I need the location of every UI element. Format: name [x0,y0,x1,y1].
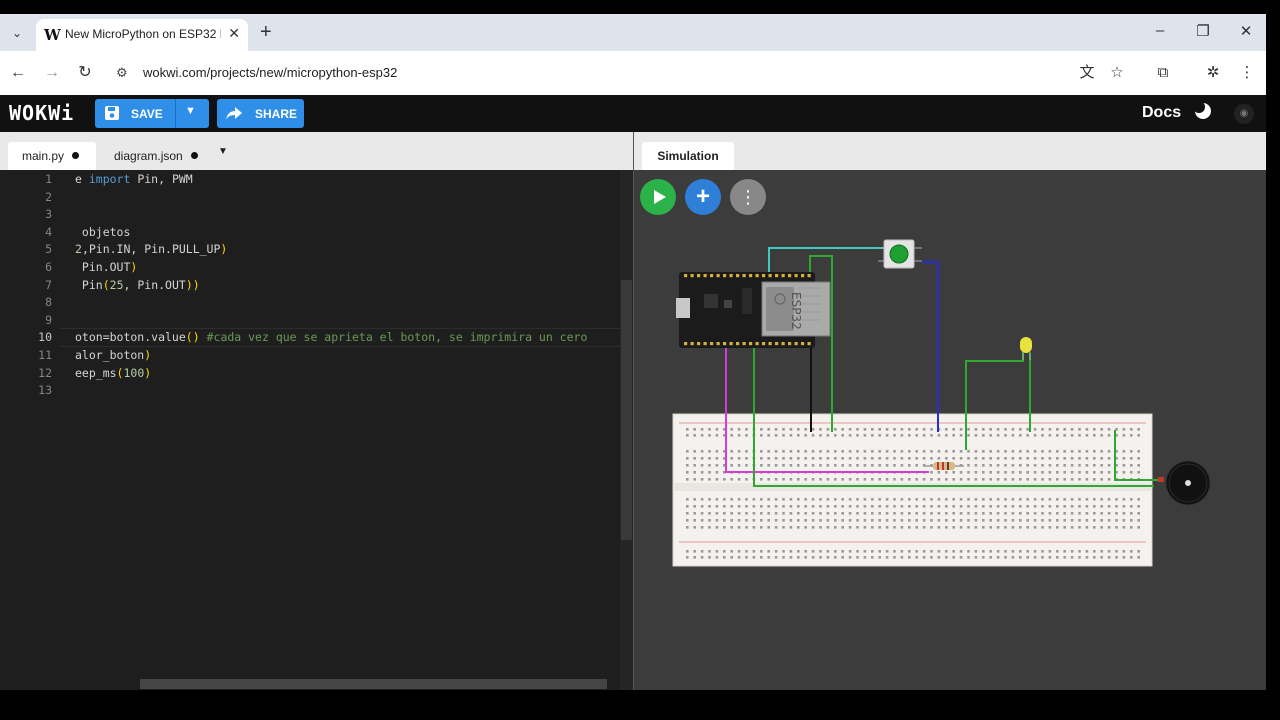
scrollbar-thumb[interactable] [621,280,632,540]
simulation-menu-button[interactable]: ⋮ [730,179,766,215]
bookmark-star-icon[interactable]: ☆ [1110,64,1124,81]
tab-diagram-json[interactable]: diagram.json [114,142,214,170]
extensions-icon[interactable]: ⧉ [1157,64,1169,81]
line-number: 7 [45,277,52,292]
tab-main-py[interactable]: main.py [8,142,96,170]
code-line: Pin(25, Pin.OUT)) [75,277,200,292]
dark-mode-moon-icon[interactable] [1193,101,1213,126]
bug-extension-icon[interactable]: ✲ [1206,64,1220,81]
share-label: SHARE [255,107,298,121]
save-label: SAVE [131,107,163,121]
window-close-icon[interactable]: ✕ [1239,23,1253,40]
share-button[interactable]: SHARE [217,99,304,128]
back-icon[interactable]: ← [10,64,26,81]
editor-vertical-scrollbar[interactable] [620,170,633,690]
editor-horizontal-scrollbar[interactable] [140,679,607,689]
unsaved-dot-icon [72,152,80,159]
close-tab-icon[interactable]: ✕ [228,25,240,41]
plus-icon: + [695,183,710,210]
line-number: 2 [45,189,52,204]
code-line: e import Pin, PWM [75,172,193,186]
play-icon [653,190,666,204]
line-number: 3 [45,207,52,222]
browser-menu-icon[interactable]: ⋮ [1239,64,1255,81]
editor-tabs: main.py diagram.json [0,132,633,170]
line-number: 9 [45,312,52,327]
line-number-current: 10 [38,330,52,345]
line-number: 1 [45,172,52,186]
wokwi-favicon-icon: W [44,26,61,44]
save-divider [175,99,176,128]
wokwi-header: WOKWi SAVE ▼ SHARE Docs ◉ [0,95,1266,132]
pane-divider[interactable] [633,132,634,690]
start-simulation-button[interactable] [640,179,676,215]
address-bar-row: ← → ↻ ⚙ wokwi.com/projects/new/micropyth… [0,51,1266,95]
wokwi-logo[interactable]: WOKWi [9,101,75,125]
esp32-antenna [798,287,820,321]
line-number: 12 [38,365,52,380]
buzzer[interactable] [1158,460,1211,506]
bottom-letterbox [0,690,1280,720]
docs-link[interactable]: Docs [1142,104,1182,121]
code-editor[interactable]: 1 2 3 4 5 6 7 8 9 10 11 12 13 e import P… [0,170,633,690]
add-part-button[interactable]: + [685,179,721,215]
code-line: eep_ms(100) [75,365,152,380]
line-number: 4 [45,224,52,239]
wire-blue[interactable] [922,261,939,432]
browser-tabstrip: ⌄ W New MicroPython on ESP32 Pro ✕ + – ❐… [0,14,1266,51]
code-line: oton=boton.value() #cada vez que se apri… [75,330,588,345]
line-number: 11 [38,348,52,362]
breadboard-holes [686,428,1140,559]
yellow-led[interactable] [1020,337,1032,360]
wire-magenta[interactable] [725,345,929,473]
url-text: wokwi.com/projects/new/micropython-esp32 [143,65,398,80]
minimize-icon[interactable]: – [1155,22,1165,39]
forward-icon[interactable]: → [44,64,60,81]
line-number: 13 [38,383,52,398]
wire-green-buzzer[interactable] [753,345,1154,487]
current-line-highlight [60,328,620,347]
more-vertical-icon: ⋮ [739,187,757,207]
site-settings-icon[interactable]: ⚙ [116,65,128,80]
line-number: 5 [45,242,52,257]
new-tab-icon[interactable]: + [260,21,272,43]
browser-tab-title: New MicroPython on ESP32 Pro [65,27,221,41]
line-gutter: 1 2 3 4 5 6 7 8 9 10 11 12 13 [0,170,60,690]
code-line: Pin.OUT) [75,260,138,274]
green-pushbutton[interactable] [878,239,922,269]
code-line: objetos [75,224,131,239]
wire-buzzer-gnd[interactable] [1114,430,1162,481]
reload-icon[interactable]: ↻ [78,64,92,81]
tab-search-chevron-icon[interactable]: ⌄ [11,26,23,40]
tab-main-py-label: main.py [22,149,65,163]
wire-cyan[interactable] [768,247,886,275]
floppy-disk-icon [104,105,120,121]
tab-simulation[interactable]: Simulation [642,142,734,170]
circuit-diagram: ESP32 [672,239,1211,567]
simulation-canvas[interactable]: ESP32 + ⋮ [634,170,1266,690]
resistor[interactable] [924,462,964,470]
tab-diagram-json-label: diagram.json [114,149,183,163]
wire-green[interactable] [809,255,833,432]
line-number: 6 [45,260,52,274]
esp32-pin-headers [684,274,811,346]
line-number: 8 [45,295,52,310]
code-line: 2,Pin.IN, Pin.PULL_UP) [75,242,228,257]
unsaved-dot-icon [190,152,198,159]
save-button[interactable]: SAVE ▼ [95,99,209,128]
more-files-dropdown-icon[interactable]: ▼ [218,146,228,157]
code-line: alor_boton) [75,348,152,362]
esp32-board[interactable]: ESP32 [676,272,831,348]
simulation-tabs: Simulation [634,132,1266,170]
user-avatar[interactable]: ◉ [1234,104,1254,124]
browser-tab[interactable]: W New MicroPython on ESP32 Pro ✕ [36,19,248,51]
save-dropdown-icon[interactable]: ▼ [185,105,196,117]
esp32-chip-label: ESP32 [789,292,803,330]
restore-icon[interactable]: ❐ [1196,23,1210,40]
share-arrow-icon [225,104,243,127]
translate-icon[interactable]: 文 [1079,64,1095,81]
url-field[interactable]: ⚙ wokwi.com/projects/new/micropython-esp… [108,57,1148,89]
browser-chrome: ⌄ W New MicroPython on ESP32 Pro ✕ + – ❐… [0,14,1266,95]
